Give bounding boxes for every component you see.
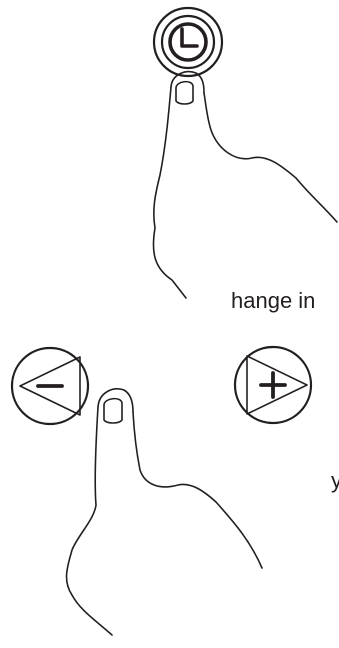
instruction-text-fragment-edge: y [331,470,339,492]
clock-button[interactable] [154,8,222,76]
minus-button[interactable] [12,348,88,424]
instruction-text-fragment: hange in [231,290,315,312]
fingernail-bottom [104,399,122,423]
plus-icon [247,356,307,414]
finger-hand-top [153,87,337,298]
clock-icon [170,24,206,60]
minus-icon [20,357,80,415]
plus-button[interactable] [235,347,311,423]
clock-button-outer-ring [154,8,222,76]
fingernail-top [176,82,193,104]
finger-hand-bottom [67,407,262,635]
